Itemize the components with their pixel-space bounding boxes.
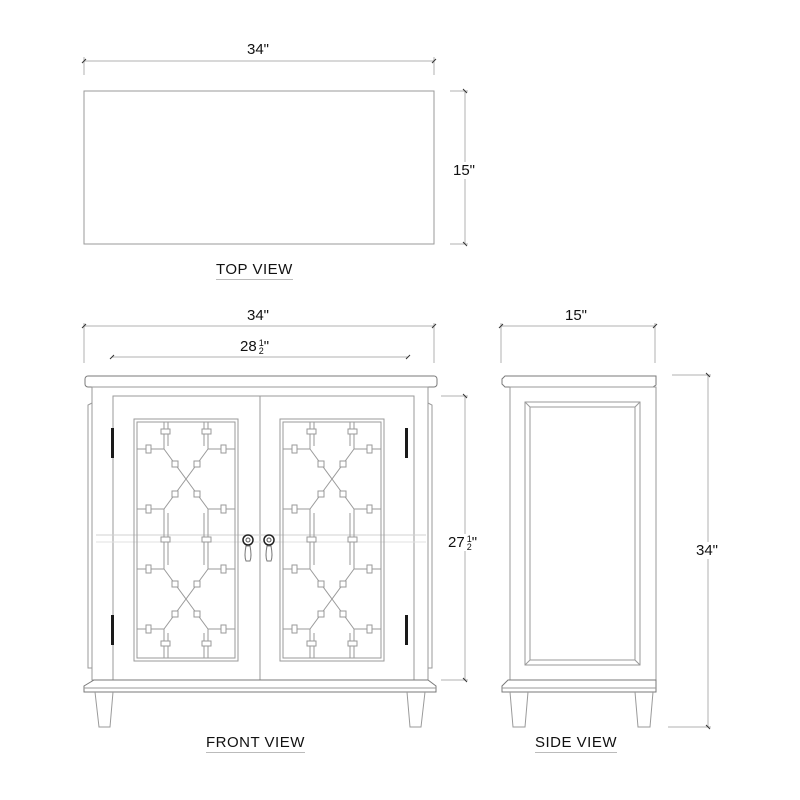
hinge-icon: [111, 615, 114, 645]
hinge-icon: [405, 428, 408, 458]
right-leg: [406, 691, 426, 728]
tick-mark: [462, 393, 468, 399]
tick-mark: [498, 323, 504, 329]
side-view: [498, 323, 711, 730]
tick-mark: [81, 58, 87, 64]
inner-width-whole: 28: [240, 338, 257, 355]
cabinet-top: [84, 375, 438, 388]
side-depth-label: 15": [565, 307, 588, 324]
right-door-handle-icon[interactable]: [263, 534, 275, 562]
side-base: [501, 679, 657, 693]
side-height-label: 34": [696, 542, 719, 559]
front-width-label: 34": [247, 307, 270, 324]
front-view: [81, 323, 468, 728]
top-view-outline: [83, 90, 435, 245]
left-trim: [87, 402, 93, 669]
tick-mark: [431, 323, 437, 329]
cabinet-base: [83, 679, 437, 693]
top-view: [81, 57, 468, 247]
right-door-lattice: [279, 418, 385, 662]
left-door-handle-icon[interactable]: [242, 534, 254, 562]
side-back-leg: [634, 691, 654, 728]
side-view-title: SIDE VIEW: [535, 734, 618, 753]
front-view-title: FRONT VIEW: [206, 734, 305, 753]
fraction-denominator: 2: [466, 542, 472, 553]
tick-mark: [462, 241, 468, 247]
top-view-title: TOP VIEW: [216, 261, 293, 280]
left-door-lattice: [133, 418, 239, 662]
door-height-whole: 27: [448, 534, 465, 551]
tick-mark: [705, 724, 711, 730]
side-body: [509, 386, 657, 681]
left-leg: [94, 691, 114, 728]
side-panel-outer: [524, 401, 641, 666]
fraction-numerator: 1: [258, 338, 264, 349]
inner-width-unit: ": [263, 338, 270, 355]
fraction-numerator: 1: [466, 534, 472, 545]
top-depth-label: 15": [453, 162, 476, 179]
door-height-unit: ": [471, 534, 478, 551]
tick-mark: [81, 323, 87, 329]
tick-mark: [462, 88, 468, 94]
side-top: [501, 375, 657, 388]
side-front-leg: [509, 691, 529, 728]
right-trim: [427, 402, 433, 669]
top-width-label: 34": [247, 41, 270, 58]
hinge-icon: [111, 428, 114, 458]
tick-mark: [431, 58, 437, 64]
tick-mark: [462, 677, 468, 683]
hinge-icon: [405, 615, 408, 645]
tick-mark: [405, 354, 411, 360]
tick-mark: [652, 323, 658, 329]
tick-mark: [705, 372, 711, 378]
tick-mark: [109, 354, 115, 360]
side-panel-inner: [529, 406, 636, 661]
fraction-denominator: 2: [258, 346, 264, 357]
